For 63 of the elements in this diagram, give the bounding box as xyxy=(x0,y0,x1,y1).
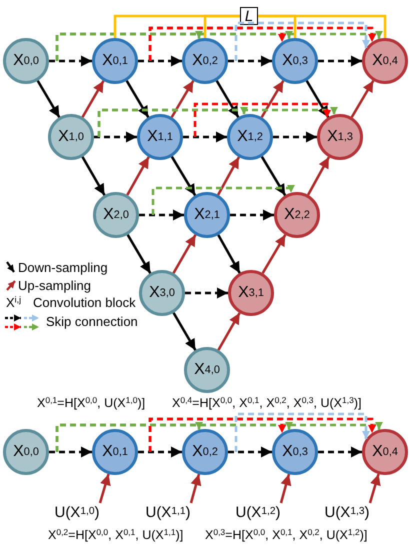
arrow xyxy=(260,80,284,118)
arrow xyxy=(126,234,152,274)
legend-symbol: X$^{i,j}$ xyxy=(6,296,22,310)
skip-connection-arrow xyxy=(148,418,376,452)
skip-connection-arrow xyxy=(194,102,331,137)
arrow xyxy=(217,312,241,351)
arrow xyxy=(228,446,272,458)
arrow xyxy=(126,80,150,118)
arrow xyxy=(260,156,286,196)
arrow xyxy=(170,80,194,118)
arrow xyxy=(307,156,330,196)
formula-text: X$^{0,3}$=H[X$^{0,0}$, X$^{0,1}$, X$^{0,2}$, U(X$^{1,2}$)] xyxy=(205,528,368,542)
upsampling-label: U(X$^{1,2}$) xyxy=(228,503,288,521)
arrow xyxy=(170,156,196,196)
arrow xyxy=(49,446,92,458)
arrow xyxy=(262,234,286,274)
arrow xyxy=(185,288,228,298)
arrow xyxy=(318,56,362,66)
arrow xyxy=(81,156,106,196)
arrow xyxy=(318,446,362,458)
skip-connection-arrow xyxy=(148,26,376,61)
legend-text: Skip connection xyxy=(46,315,138,329)
skip-connection-arrow xyxy=(234,22,370,61)
arrow xyxy=(190,474,202,504)
arrow xyxy=(273,132,317,142)
arrow xyxy=(216,80,240,118)
arrow xyxy=(368,474,381,504)
arrow xyxy=(138,56,182,66)
arrow xyxy=(217,234,241,274)
arrow xyxy=(172,234,197,274)
arrow xyxy=(280,474,292,504)
formula-text: X$^{0,4}$=H[X$^{0,0}$, X$^{0,1}$, X$^{0,2}$, X$^{0,3}$, U(X$^{1,3}$)] xyxy=(172,396,362,410)
formula-text: X$^{0,2}$=H[X$^{0,0}$, X$^{0,1}$, U(X$^{1,1}$)] xyxy=(48,528,184,542)
arrow xyxy=(49,56,92,66)
skip-connection-arrow xyxy=(234,412,370,452)
arrow xyxy=(126,156,150,196)
loss-connector xyxy=(258,14,386,38)
arrow xyxy=(230,210,274,220)
arrow xyxy=(94,132,137,142)
skip-connection-arrow xyxy=(98,106,338,137)
arrow xyxy=(98,474,111,504)
arrow xyxy=(172,312,196,351)
loss-box: L xyxy=(240,7,258,25)
arrow xyxy=(81,80,105,118)
loss-connector xyxy=(204,14,240,38)
upsampling-label: U(X$^{1,3}$) xyxy=(317,503,377,521)
arrow xyxy=(350,80,374,118)
arrow xyxy=(306,80,330,118)
arrow xyxy=(228,56,272,66)
legend-text: Up-sampling xyxy=(18,279,91,293)
skip-connection-arrow xyxy=(152,184,295,215)
skip-connection-arrow xyxy=(56,422,383,452)
arrow xyxy=(217,156,240,196)
skip-connection-arrow xyxy=(56,30,383,61)
legend-text: Down-sampling xyxy=(18,261,108,275)
upsampling-label: U(X$^{1,0}$) xyxy=(47,503,107,521)
arrow xyxy=(183,132,227,142)
legend-text: Convolution block xyxy=(33,296,136,310)
arrow xyxy=(36,80,60,118)
arrow xyxy=(139,210,184,220)
formula-text: X$^{0,1}$=H[X$^{0,0}$, U(X$^{1,0}$)] xyxy=(37,396,146,410)
arrow xyxy=(138,446,182,458)
upsampling-label: U(X$^{1,1}$) xyxy=(138,503,198,521)
